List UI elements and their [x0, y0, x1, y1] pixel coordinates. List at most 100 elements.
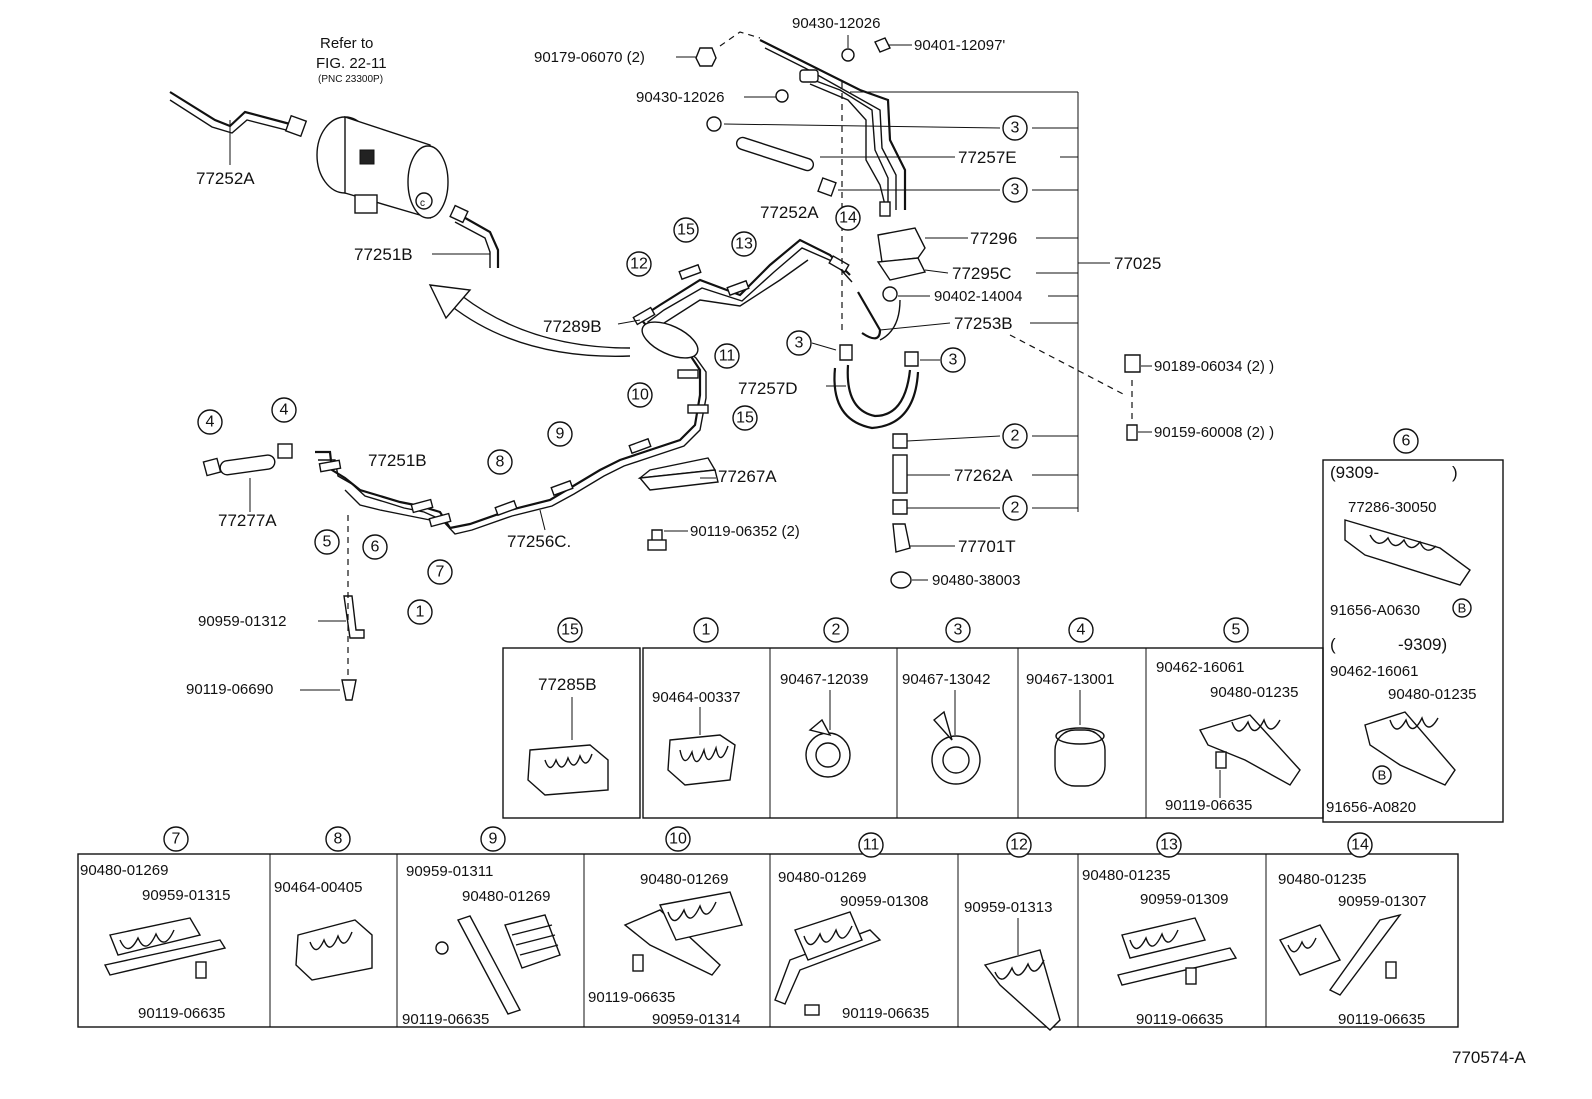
pipe-routing [202, 238, 901, 701]
b6-part-4: 90480-01235 [1388, 686, 1476, 703]
b6-date-2: -9309) [1398, 635, 1447, 654]
svg-text:9: 9 [489, 831, 498, 848]
label-77262A: 77262A [954, 466, 1013, 485]
callout-11: 11 [714, 343, 740, 369]
svg-text:2: 2 [1011, 500, 1020, 517]
svg-text:3: 3 [1011, 120, 1020, 137]
label-77251B-bottom: 77251B [368, 451, 427, 470]
figure-id: 770574-A [1452, 1048, 1526, 1067]
label-77277A: 77277A [218, 511, 277, 530]
callout-3-d: 3 [940, 347, 966, 373]
callout-2-a: 2 [1002, 423, 1028, 449]
box-callout-7: 7 [163, 826, 189, 852]
label-77289B: 77289B [543, 317, 602, 336]
box-callout-11: 11 [858, 832, 884, 858]
b14-bracket-drawing [1328, 913, 1402, 996]
box-callout-12: 12 [1006, 832, 1032, 858]
callout-13: 13 [731, 231, 757, 257]
b6-bracket-drawing-top [1344, 519, 1471, 586]
callout-3-a: 3 [1002, 115, 1028, 141]
b2-clip-drawing [805, 732, 851, 778]
svg-text:15: 15 [677, 222, 695, 239]
callout-1: 1 [407, 599, 433, 625]
svg-text:1: 1 [702, 622, 711, 639]
assembly-bracket-77025 [249, 35, 1152, 691]
svg-text:4: 4 [1077, 622, 1086, 639]
label-90119-06690: 90119-06690 [186, 681, 273, 698]
b6-part-5: 91656-A0820 [1326, 799, 1416, 816]
label-90401-12097: 90401-12097' [914, 37, 1005, 54]
label-77256C: 77256C. [507, 532, 571, 551]
b11-part-1: 90480-01269 [778, 869, 866, 886]
b6-ref-b-bottom: B [1372, 765, 1392, 785]
b6-ref-b-top: B [1452, 598, 1472, 618]
b3-part: 90467-13042 [902, 671, 990, 688]
callout-10: 10 [627, 382, 653, 408]
svg-text:2: 2 [832, 622, 841, 639]
box-callout-3: 3 [945, 617, 971, 643]
compressor-refer-line2: FIG. 22-11 [316, 55, 387, 72]
label-90430-12026-a: 90430-12026 [792, 15, 880, 32]
label-77252A-left: 77252A [196, 169, 255, 188]
b6-part-2: 91656-A0630 [1330, 602, 1420, 619]
svg-text:13: 13 [1160, 837, 1178, 854]
label-90959-01312: 90959-01312 [198, 613, 286, 630]
label-77257E: 77257E [958, 148, 1017, 167]
callout-4-a: 4 [197, 409, 223, 435]
b7-part-2: 90959-01315 [142, 887, 230, 904]
label-90480-38003: 90480-38003 [932, 572, 1020, 589]
svg-text:14: 14 [839, 210, 857, 227]
b13-part-3: 90119-06635 [1136, 1011, 1223, 1028]
callout-14: 14 [835, 205, 861, 231]
svg-text:13: 13 [735, 236, 753, 253]
svg-text:6: 6 [371, 539, 380, 556]
b6-date-2-open: ( [1330, 635, 1336, 654]
svg-text:B: B [1458, 601, 1467, 616]
box-callout-6: 6 [1393, 428, 1419, 454]
box-callout-8: 8 [325, 826, 351, 852]
svg-text:15: 15 [736, 410, 754, 427]
svg-text:15: 15 [561, 622, 579, 639]
box-callout-4: 4 [1068, 617, 1094, 643]
label-90189-06034: 90189-06034 (2) ) [1154, 358, 1274, 375]
svg-text:10: 10 [669, 831, 687, 848]
box-callout-1: 1 [693, 617, 719, 643]
b5-part-1: 90462-16061 [1156, 659, 1244, 676]
label-77253B: 77253B [954, 314, 1013, 333]
label-90159-60008: 90159-60008 (2) ) [1154, 424, 1274, 441]
b14-part-3: 90119-06635 [1338, 1011, 1425, 1028]
b12-clamp-drawing [983, 949, 1061, 1031]
svg-text:c: c [420, 198, 425, 209]
svg-text:1: 1 [416, 604, 425, 621]
label-77701T: 77701T [958, 537, 1016, 556]
detail-row-2 [77, 853, 1459, 1028]
label-90402-14004: 90402-14004 [934, 288, 1022, 305]
svg-text:12: 12 [1010, 837, 1028, 854]
callouts-main: 3 3 3 3 2 2 15 13 14 12 11 10 15 9 8 4 4… [197, 115, 1028, 625]
b6-part-3: 90462-16061 [1330, 663, 1418, 680]
compressor-refer-line3: (PNC 23300P) [318, 74, 383, 85]
detail-row-2-callouts: 7 8 9 10 11 12 13 14 [163, 826, 1373, 858]
b13-bracket-drawing [1117, 947, 1238, 986]
compressor-illustration: c [169, 91, 500, 268]
b14-part-2: 90959-01307 [1338, 893, 1426, 910]
svg-text:5: 5 [1232, 622, 1241, 639]
box-callout-5: 5 [1223, 617, 1249, 643]
label-77295C: 77295C [952, 264, 1012, 283]
label-77257D: 77257D [738, 379, 798, 398]
svg-text:3: 3 [795, 335, 804, 352]
b6-part-1: 77286-30050 [1348, 499, 1436, 516]
b9-part-2: 90480-01269 [462, 888, 550, 905]
b7-part-3: 90119-06635 [138, 1005, 225, 1022]
svg-text:3: 3 [954, 622, 963, 639]
b4-grommet-drawing [1054, 729, 1106, 787]
label-90179-06070: 90179-06070 (2) [534, 49, 645, 66]
callout-4-b: 4 [271, 397, 297, 423]
b15-part: 77285B [538, 675, 597, 694]
svg-text:4: 4 [206, 414, 215, 431]
b9-bracket-drawing [456, 915, 522, 1015]
b1-part: 90464-00337 [652, 689, 740, 706]
box-callout-13: 13 [1156, 832, 1182, 858]
